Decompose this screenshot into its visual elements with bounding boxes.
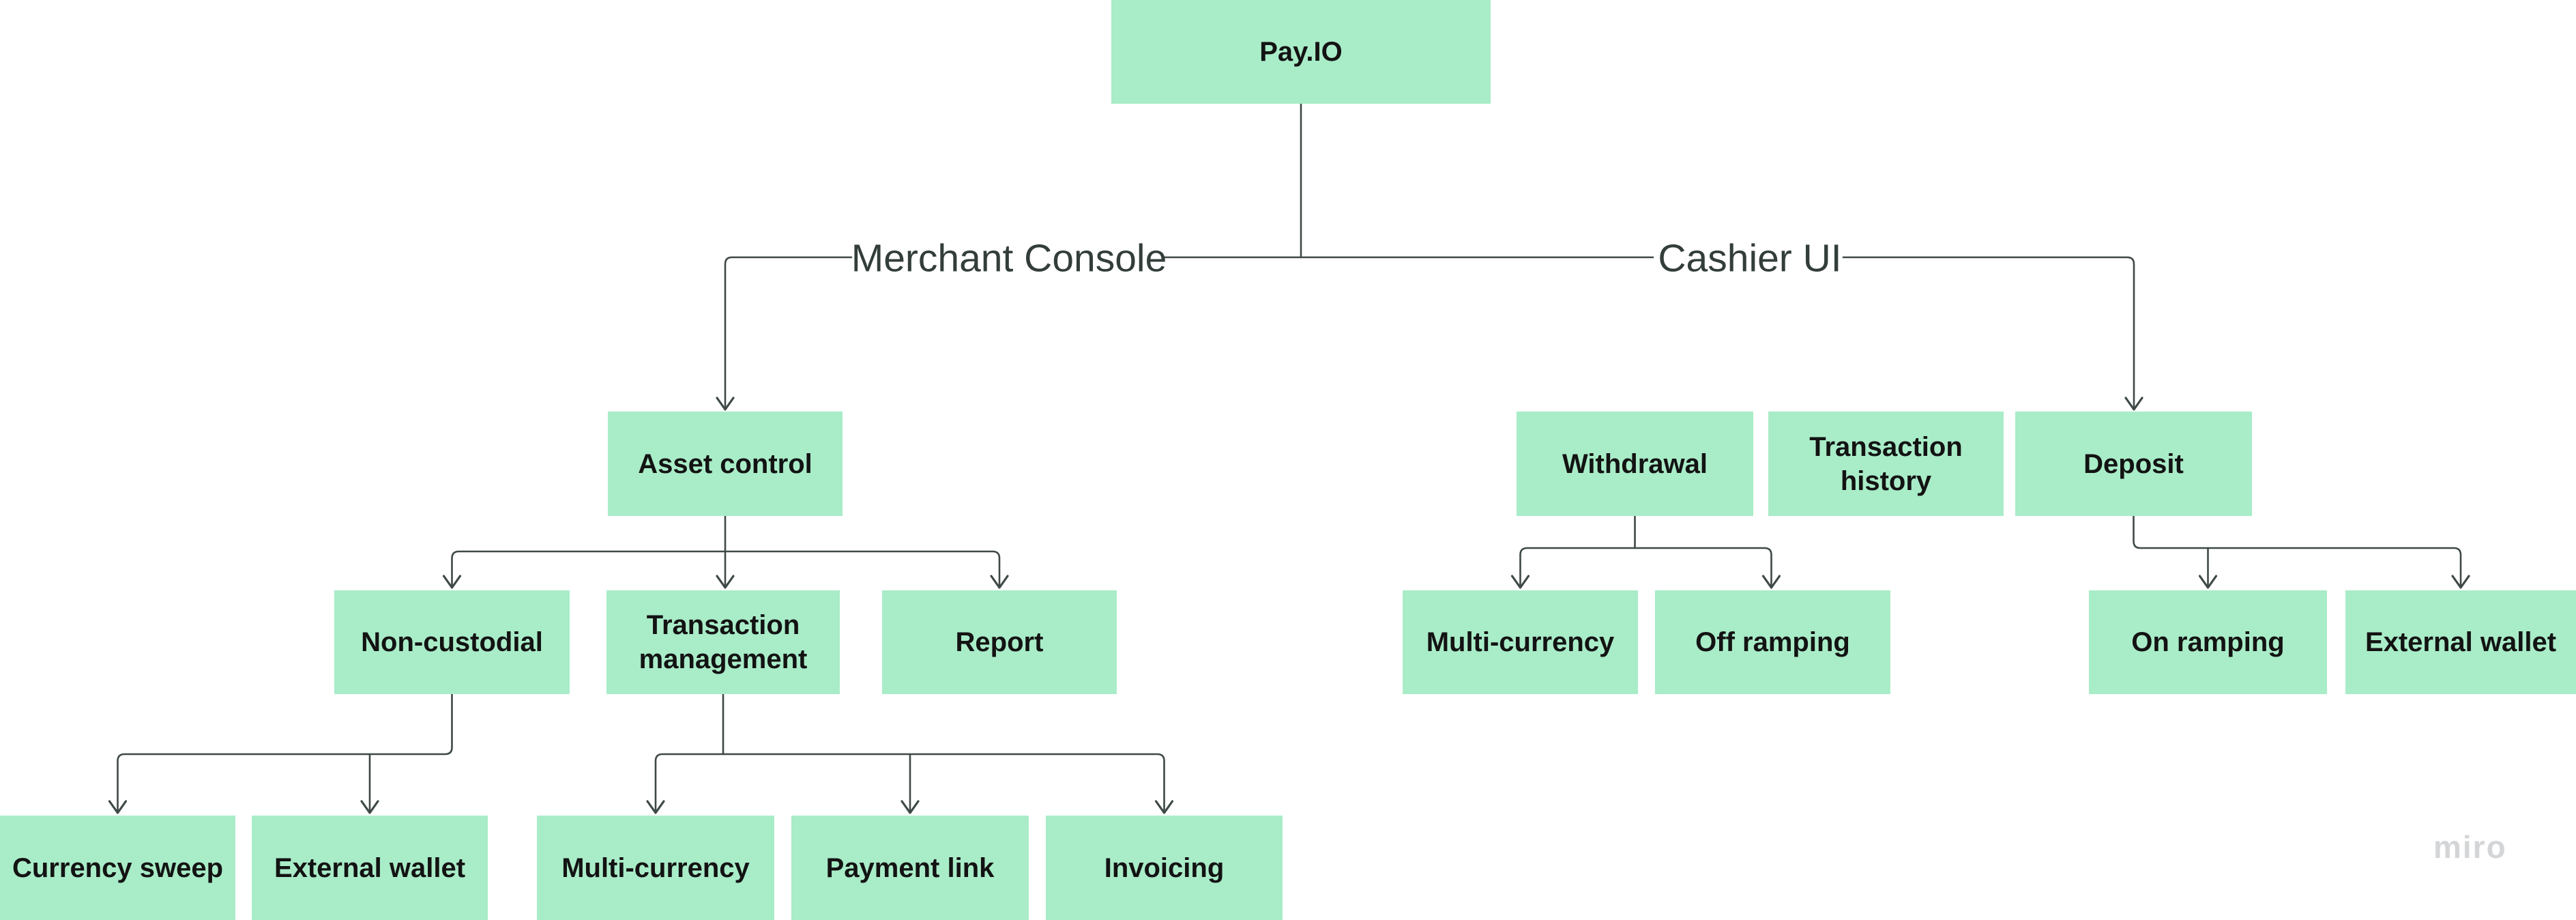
node-invoicing[interactable]: Invoicing (1046, 816, 1283, 920)
arrowhead-report (990, 575, 1009, 589)
arrowhead-multi-currency-merchant (646, 800, 665, 814)
node-label: Non-custodial (361, 627, 543, 657)
node-transaction-history[interactable]: Transaction history (1768, 412, 2004, 516)
connector-merchant-branch (724, 256, 853, 408)
node-on-ramping[interactable]: On ramping (2089, 590, 2327, 694)
arrowhead-multi-currency-cashier (1510, 575, 1530, 589)
node-label: Off ramping (1695, 627, 1850, 657)
connector-non-custodial-branch (117, 693, 453, 811)
arrowhead-transaction-management (716, 575, 735, 589)
node-label: Report (955, 627, 1044, 657)
arrowhead-currency-sweep (108, 800, 128, 814)
node-label: Multi-currency (561, 852, 750, 883)
node-label: Payment link (825, 852, 995, 883)
arrowhead-payment-link (901, 800, 920, 814)
node-label: Invoicing (1104, 852, 1225, 883)
node-multi-currency-cashier[interactable]: Multi-currency (1403, 590, 1638, 694)
node-deposit[interactable]: Deposit (2015, 412, 2252, 516)
node-pay-io[interactable]: Pay.IO (1111, 0, 1491, 104)
arrowhead-on-ramping (2198, 575, 2218, 589)
node-label: Asset control (638, 448, 813, 479)
arrowhead-asset-control (716, 397, 735, 411)
arrowhead-deposit (2124, 397, 2143, 411)
node-label: Currency sweep (12, 852, 224, 883)
node-non-custodial[interactable]: Non-custodial (334, 590, 570, 694)
node-label: External wallet (2365, 627, 2557, 657)
connector-withdrawal-span (1519, 547, 1772, 586)
miro-watermark: miro (2433, 829, 2507, 865)
node-label: On ramping (2131, 627, 2285, 657)
node-label: Deposit (2083, 448, 2184, 479)
node-label: Withdrawal (1562, 448, 1708, 479)
node-multi-currency-merchant[interactable]: Multi-currency (537, 816, 774, 920)
node-label: External wallet (274, 852, 466, 883)
branch-label-merchant-console[interactable]: Merchant Console (851, 236, 1167, 281)
node-currency-sweep[interactable]: Currency sweep (0, 816, 235, 920)
arrowhead-non-custodial (442, 575, 462, 589)
node-external-wallet-merchant[interactable]: External wallet (252, 816, 488, 920)
arrowhead-external-wallet-merchant (360, 800, 379, 814)
arrowhead-off-ramping (1761, 575, 1781, 589)
arrowhead-invoicing (1154, 800, 1174, 814)
node-report[interactable]: Report (882, 590, 1117, 694)
node-label: Pay.IO (1259, 37, 1343, 67)
node-asset-control[interactable]: Asset control (608, 412, 843, 516)
connector-cashier-branch (1842, 256, 2135, 408)
node-label: Transaction history (1809, 431, 1963, 496)
connector-asset-control-span (451, 550, 1001, 586)
node-label: Transaction management (639, 610, 808, 674)
node-payment-link[interactable]: Payment link (791, 816, 1029, 920)
node-off-ramping[interactable]: Off ramping (1655, 590, 1890, 694)
branch-label-cashier-ui[interactable]: Cashier UI (1658, 236, 1842, 281)
arrowhead-external-wallet-cashier (2451, 575, 2470, 589)
node-withdrawal[interactable]: Withdrawal (1517, 412, 1753, 516)
node-external-wallet-cashier[interactable]: External wallet (2345, 590, 2576, 694)
connector-deposit-branch (2133, 515, 2462, 586)
node-transaction-management[interactable]: Transaction management (606, 590, 840, 694)
node-label: Multi-currency (1426, 627, 1615, 657)
